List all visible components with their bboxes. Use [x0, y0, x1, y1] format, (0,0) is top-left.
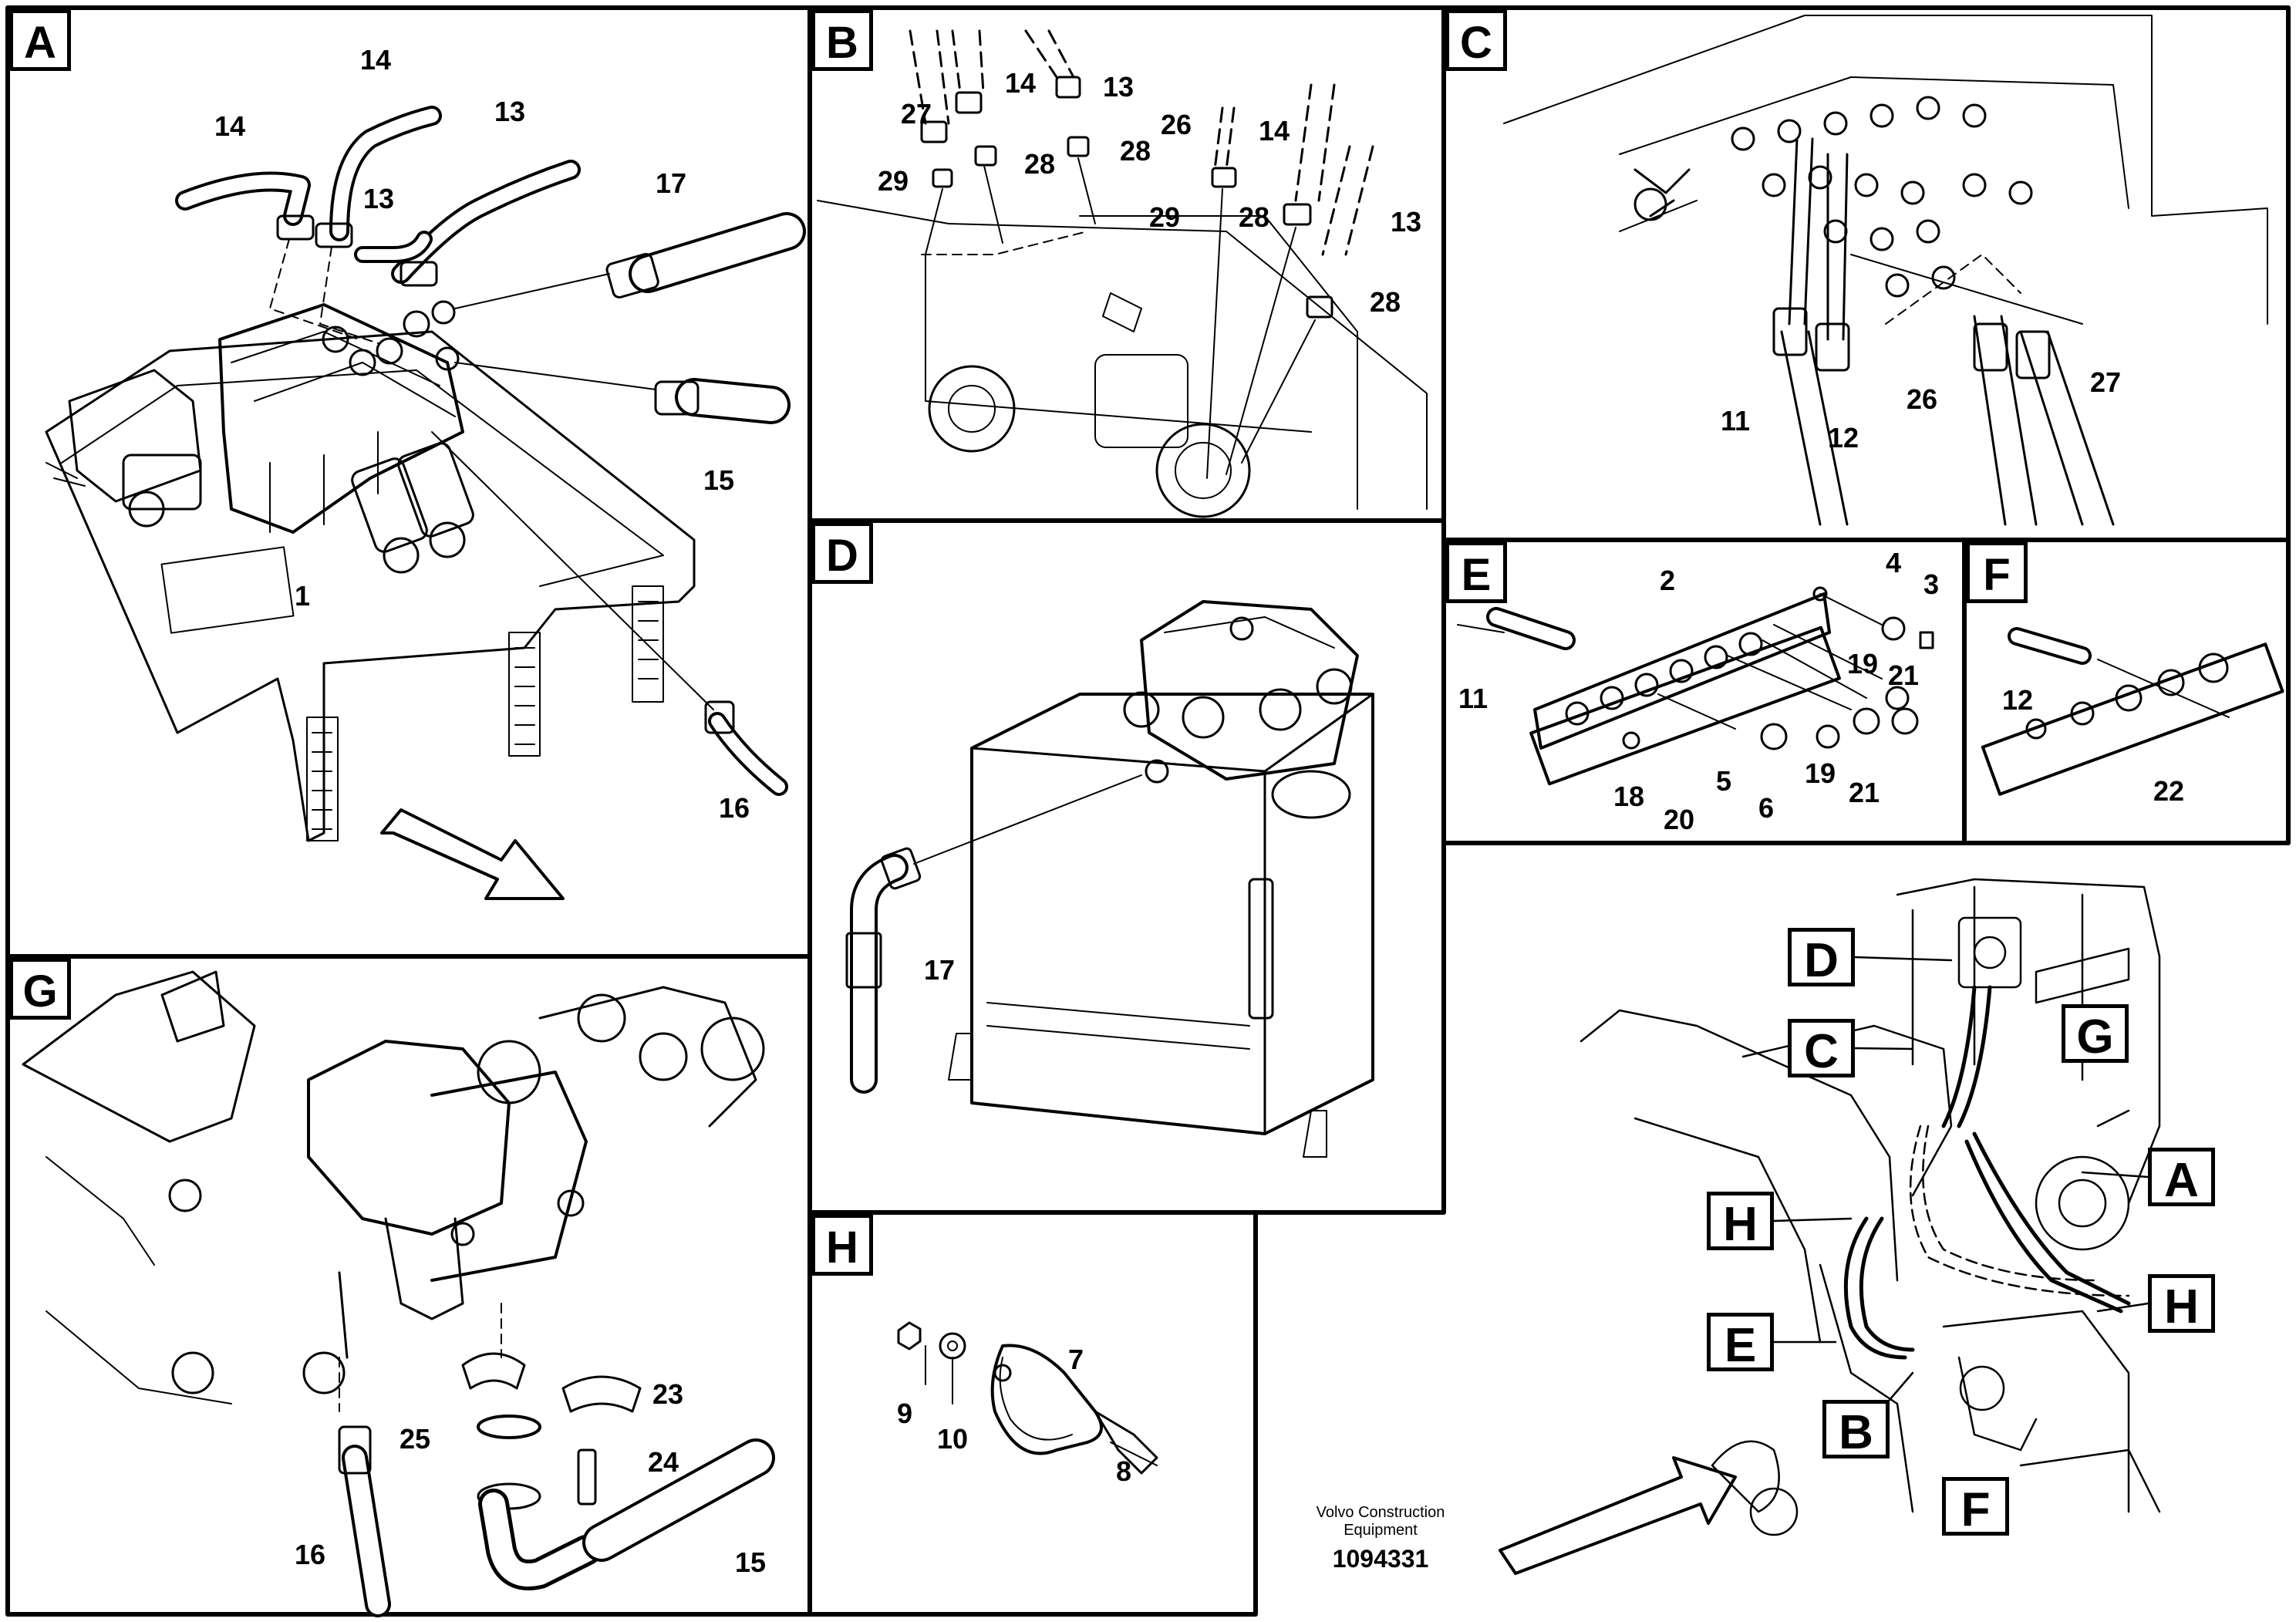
callout-a-16: 16	[718, 792, 750, 824]
credit-company-line1: Volvo Construction	[1316, 1504, 1445, 1521]
overview-drawing	[1499, 878, 2161, 1575]
callout-h-10: 10	[936, 1423, 969, 1455]
panel-a-drawing	[45, 106, 806, 900]
callout-a-14-top: 14	[359, 44, 392, 76]
panel-label-a: A	[9, 9, 71, 71]
callout-f-12: 12	[2001, 684, 2034, 716]
callout-b-13-top: 13	[1102, 71, 1135, 103]
panel-label-h: H	[811, 1214, 873, 1276]
callout-h-9: 9	[896, 1398, 913, 1429]
callout-b-28-left: 28	[1023, 148, 1056, 180]
callout-b-27: 27	[900, 98, 932, 130]
callout-e-6: 6	[1758, 792, 1775, 824]
callout-e-3: 3	[1923, 568, 1940, 600]
overview-label-f: F	[1942, 1477, 2009, 1536]
callout-f-22: 22	[2153, 775, 2185, 807]
callout-e-11: 11	[1458, 683, 1489, 714]
callout-g-23: 23	[652, 1378, 684, 1410]
callout-a-15: 15	[703, 464, 735, 496]
panel-label-g: G	[9, 958, 71, 1020]
overview-label-h-right: H	[2148, 1274, 2215, 1333]
callout-g-15: 15	[734, 1546, 767, 1578]
overview-label-e: E	[1707, 1313, 1774, 1371]
panel-b-drawing	[817, 29, 1428, 518]
callout-a-13-mid: 13	[362, 183, 395, 214]
callout-b-28-low: 28	[1369, 286, 1401, 318]
callout-e-4: 4	[1885, 547, 1902, 578]
credit-document-number: 1094331	[1332, 1545, 1429, 1573]
panel-label-b: B	[811, 9, 873, 71]
callout-g-16: 16	[294, 1539, 326, 1570]
callout-h-8: 8	[1115, 1455, 1132, 1487]
callout-c-12: 12	[1827, 422, 1859, 454]
callout-b-14-right: 14	[1258, 115, 1290, 147]
panel-c-drawing	[1503, 15, 2268, 526]
callout-e-20: 20	[1663, 804, 1695, 835]
callout-e-19-top: 19	[1846, 648, 1879, 679]
callout-g-24: 24	[647, 1446, 679, 1478]
callout-h-7: 7	[1067, 1344, 1084, 1375]
callout-a-14-left: 14	[214, 110, 246, 142]
callout-b-29-right: 29	[1148, 201, 1181, 233]
callout-b-28-right: 28	[1119, 135, 1151, 167]
callout-c-27: 27	[2089, 366, 2122, 398]
callout-b-28-mid: 28	[1238, 201, 1270, 233]
panel-h-drawing	[897, 1321, 1158, 1475]
callout-a-1: 1	[294, 580, 311, 612]
callout-c-26: 26	[1906, 383, 1938, 415]
panel-label-e: E	[1445, 541, 1507, 603]
panel-e-drawing	[1457, 586, 1934, 786]
callout-b-13-right: 13	[1390, 206, 1422, 238]
overview-label-h-left: H	[1707, 1192, 1774, 1250]
callout-d-17: 17	[923, 954, 956, 986]
callout-g-25: 25	[399, 1423, 431, 1455]
callout-b-14-top: 14	[1004, 67, 1037, 99]
panel-label-c: C	[1445, 9, 1507, 71]
callout-e-5: 5	[1715, 765, 1732, 797]
callout-c-11: 11	[1720, 405, 1751, 437]
callout-e-21-top: 21	[1887, 659, 1920, 691]
overview-label-b: B	[1822, 1400, 1890, 1458]
callout-e-18: 18	[1613, 781, 1645, 812]
overview-label-c: C	[1788, 1019, 1855, 1077]
panel-d-drawing	[845, 600, 1374, 1158]
callout-e-19-low: 19	[1804, 757, 1836, 789]
overview-label-a: A	[2148, 1148, 2215, 1206]
callout-b-26: 26	[1160, 109, 1192, 140]
callout-a-17: 17	[655, 167, 687, 199]
credit-company-line2: Equipment	[1344, 1522, 1418, 1539]
callout-e-21-low: 21	[1848, 777, 1880, 808]
overview-label-g: G	[2062, 1004, 2129, 1063]
overview-label-d: D	[1788, 928, 1855, 986]
panel-label-d: D	[811, 522, 873, 584]
callout-e-2: 2	[1659, 565, 1676, 596]
panel-label-f: F	[1966, 541, 2028, 603]
panel-g-drawing	[22, 970, 775, 1617]
panel-f-drawing	[1981, 627, 2284, 796]
callout-a-13-right: 13	[494, 96, 526, 127]
panel-frames	[5, 5, 2291, 1617]
callout-b-29-left: 29	[877, 165, 909, 197]
